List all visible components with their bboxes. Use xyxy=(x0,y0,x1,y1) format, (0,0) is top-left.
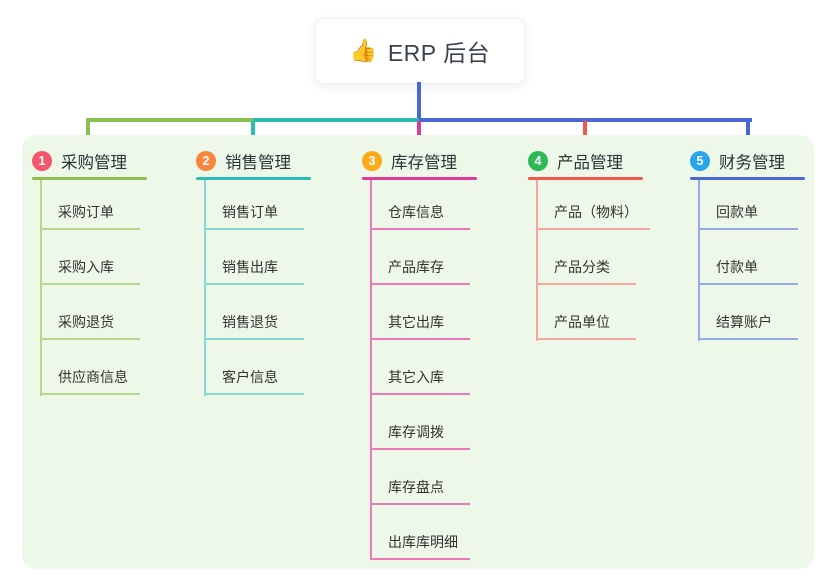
branch-label: 采购管理 xyxy=(61,154,127,172)
branch-title-sales[interactable]: 2 销售管理 xyxy=(196,148,291,174)
branch-underline xyxy=(196,177,311,180)
branch-underline xyxy=(362,177,477,180)
badge-number-icon: 1 xyxy=(32,151,52,171)
children-connector-line xyxy=(370,180,372,560)
branch-drop-connector-5 xyxy=(746,121,750,143)
node-supplier-info[interactable]: 供应商信息 xyxy=(40,368,140,395)
node-stock-count[interactable]: 库存盘点 xyxy=(370,478,470,505)
branch-drop-connector-3 xyxy=(417,121,421,143)
children-connector-line xyxy=(536,180,538,341)
branch-underline xyxy=(32,177,147,180)
branch-purchase: 1 采购管理 采购订单 采购入库 采购退货 供应商信息 xyxy=(32,0,192,588)
branch-underline xyxy=(528,177,643,180)
root-node-label: ERP 后台 xyxy=(387,40,491,66)
thumbs-up-icon: 👍 xyxy=(349,38,378,63)
node-product-unit[interactable]: 产品单位 xyxy=(536,313,636,340)
root-stem-connector xyxy=(417,82,421,119)
branch-drop-connector-1 xyxy=(86,121,90,143)
branch-title-product[interactable]: 4 产品管理 xyxy=(528,148,623,174)
branch-drop-connector-4 xyxy=(583,121,587,143)
branch-underline xyxy=(690,177,805,180)
node-outbound-detail[interactable]: 出库库明细 xyxy=(370,533,470,560)
node-stock-transfer[interactable]: 库存调拨 xyxy=(370,423,470,450)
badge-number-icon: 4 xyxy=(528,151,548,171)
node-other-inbound[interactable]: 其它入库 xyxy=(370,368,470,395)
branch-sales: 2 销售管理 销售订单 销售出库 销售退货 客户信息 xyxy=(196,0,356,588)
bus-connector-right xyxy=(419,118,752,122)
node-customer-info[interactable]: 客户信息 xyxy=(204,368,304,395)
node-receipt-order[interactable]: 回款单 xyxy=(698,203,798,230)
node-warehouse-info[interactable]: 仓库信息 xyxy=(370,203,470,230)
bus-connector-left xyxy=(86,118,253,122)
children-connector-line xyxy=(40,180,42,396)
branch-title-finance[interactable]: 5 财务管理 xyxy=(690,148,785,174)
branch-title-purchase[interactable]: 1 采购管理 xyxy=(32,148,127,174)
branches-panel xyxy=(22,135,814,569)
node-sales-outbound[interactable]: 销售出库 xyxy=(204,258,304,285)
node-settlement-account[interactable]: 结算账户 xyxy=(698,313,798,340)
node-purchase-order[interactable]: 采购订单 xyxy=(40,203,140,230)
root-node-erp[interactable]: 👍 ERP 后台 xyxy=(315,18,525,84)
node-product-material[interactable]: 产品（物料） xyxy=(536,203,650,230)
branch-inventory: 3 库存管理 仓库信息 产品库存 其它出库 其它入库 库存调拨 库存盘点 出库库… xyxy=(362,0,522,588)
branch-title-inventory[interactable]: 3 库存管理 xyxy=(362,148,457,174)
branch-label: 销售管理 xyxy=(225,154,291,172)
branch-label: 库存管理 xyxy=(391,154,457,172)
node-product-stock[interactable]: 产品库存 xyxy=(370,258,470,285)
badge-number-icon: 2 xyxy=(196,151,216,171)
bus-connector-mid xyxy=(253,118,419,122)
branch-drop-connector-2 xyxy=(251,121,255,143)
branch-finance: 5 财务管理 回款单 付款单 结算账户 xyxy=(690,0,839,588)
badge-number-icon: 3 xyxy=(362,151,382,171)
branch-product: 4 产品管理 产品（物料） 产品分类 产品单位 xyxy=(528,0,688,588)
node-sales-return[interactable]: 销售退货 xyxy=(204,313,304,340)
children-connector-line xyxy=(698,180,700,341)
node-payment-order[interactable]: 付款单 xyxy=(698,258,798,285)
branch-label: 财务管理 xyxy=(719,154,785,172)
badge-number-icon: 5 xyxy=(690,151,710,171)
node-purchase-inbound[interactable]: 采购入库 xyxy=(40,258,140,285)
node-purchase-return[interactable]: 采购退货 xyxy=(40,313,140,340)
node-sales-order[interactable]: 销售订单 xyxy=(204,203,304,230)
branch-label: 产品管理 xyxy=(557,154,623,172)
children-connector-line xyxy=(204,180,206,396)
node-other-outbound[interactable]: 其它出库 xyxy=(370,313,470,340)
node-product-category[interactable]: 产品分类 xyxy=(536,258,636,285)
